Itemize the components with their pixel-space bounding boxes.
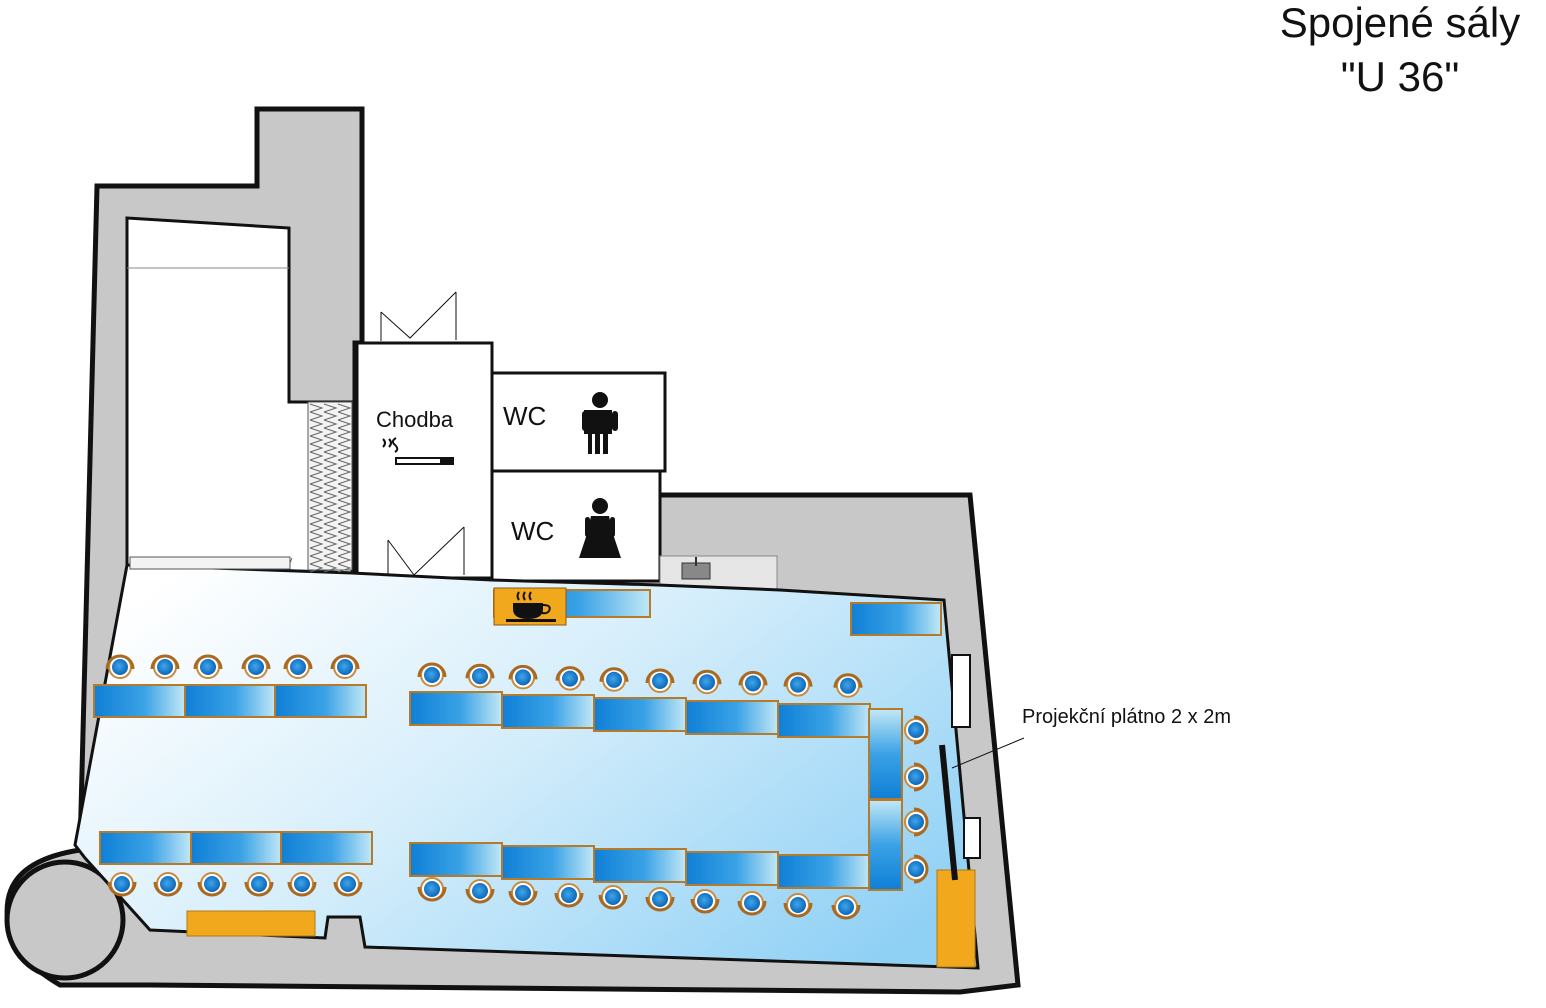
table <box>685 700 779 735</box>
corridor-label: Chodba <box>376 407 454 432</box>
screen-leader-line <box>951 737 1025 769</box>
table <box>190 831 283 865</box>
chair <box>107 872 137 897</box>
chair <box>599 667 629 692</box>
table <box>280 831 373 865</box>
chair <box>150 654 180 679</box>
table <box>501 845 595 880</box>
coffee-icon <box>493 587 567 626</box>
chair <box>193 654 223 679</box>
chair <box>105 654 135 679</box>
chair <box>283 654 313 679</box>
chair <box>831 895 861 920</box>
projection-screen <box>939 744 958 881</box>
chair <box>508 664 538 690</box>
chair <box>904 807 929 837</box>
chair <box>783 893 813 918</box>
smoking-icon <box>382 437 454 465</box>
table <box>274 684 367 718</box>
chair <box>737 891 767 916</box>
table <box>868 799 903 891</box>
chair <box>244 872 274 897</box>
plan-title: Spojené sály "U 36" <box>1250 0 1546 100</box>
window-upper <box>951 654 971 728</box>
chair <box>904 762 929 792</box>
table <box>685 851 779 886</box>
screen-label: Projekční plátno 2 x 2m <box>1022 706 1231 728</box>
corridor-door-top[interactable] <box>380 291 457 341</box>
chair <box>287 872 317 897</box>
table <box>184 684 277 718</box>
chair <box>783 672 813 697</box>
chair <box>197 872 227 897</box>
table <box>777 703 871 738</box>
chair <box>904 854 929 884</box>
plan-title-line1: Spojené sály <box>1279 0 1521 46</box>
chair <box>904 715 929 745</box>
chairs-group <box>105 654 929 920</box>
chair <box>645 668 675 693</box>
chair <box>598 885 628 910</box>
chair <box>833 673 863 698</box>
service-niche <box>659 555 778 591</box>
wc-women-room <box>490 469 662 583</box>
side-table-top-right <box>850 602 942 636</box>
chair <box>690 889 720 914</box>
window-lower <box>963 817 981 859</box>
stage-area <box>936 869 976 968</box>
chair <box>554 883 584 908</box>
chair <box>555 666 585 691</box>
table <box>593 848 687 883</box>
table <box>868 708 903 800</box>
tables-group <box>93 684 903 891</box>
table <box>409 691 503 726</box>
chair <box>465 663 495 689</box>
chair <box>508 881 538 906</box>
chair <box>333 872 363 897</box>
wc-women-label: WC <box>511 516 554 546</box>
truss-horizontal <box>129 556 291 570</box>
table <box>593 697 687 732</box>
chair <box>417 662 447 687</box>
chair <box>417 877 447 902</box>
bottom-bench <box>186 910 316 937</box>
chair <box>645 887 675 912</box>
chair <box>465 879 495 904</box>
male-wc-icon <box>582 392 618 454</box>
chair <box>692 669 722 695</box>
chair <box>738 670 768 696</box>
chair <box>330 654 360 679</box>
corridor-door-bottom[interactable] <box>387 526 465 576</box>
wc-men-label: WC <box>503 401 546 431</box>
table <box>99 831 192 865</box>
female-wc-icon <box>579 498 621 558</box>
table <box>409 842 503 877</box>
chair <box>153 872 183 897</box>
chair <box>241 654 271 679</box>
table <box>501 694 595 729</box>
table <box>93 684 186 718</box>
plan-title-line2: "U 36" <box>1340 53 1460 100</box>
table <box>777 854 871 889</box>
